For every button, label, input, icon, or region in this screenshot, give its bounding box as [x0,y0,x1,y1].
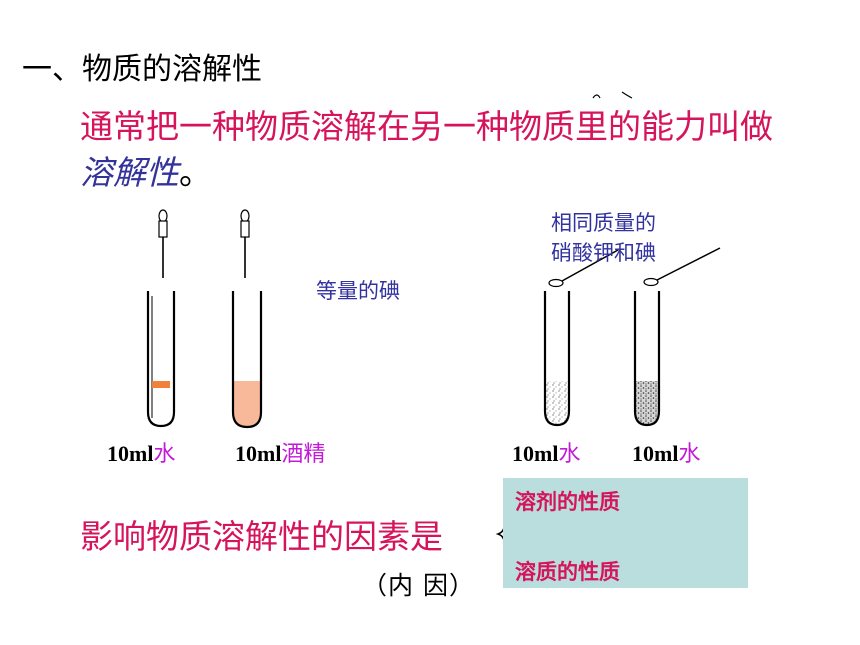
iodine-label: 等量的碘 [316,279,400,303]
slide-heading: 一、物质的溶解性 [22,52,262,87]
tube-amount: 10ml [512,441,559,466]
definition-text: 通常把一种物质溶解在另一种物质里的能力叫做 [80,107,773,146]
factor-question: 影响物质溶解性的因素是 [80,517,443,556]
tube-label-1: 10ml水 [107,436,175,468]
tube-amount: 10ml [107,441,154,466]
solubility-definition: 通常把一种物质溶解在另一种物质里的能力叫做溶解性。 [80,104,800,196]
stirring-rod-2 [643,247,721,287]
test-tube-1 [146,291,176,428]
factor-solute: 溶质的性质 [515,560,620,584]
tube-solvent: 酒精 [281,442,326,467]
test-tube-4 [633,291,661,427]
internal-cause-label: （内 因） [362,571,475,600]
factors-box: 溶剂的性质 溶质的性质 [503,478,748,588]
tube-solvent: 水 [153,442,176,467]
same-mass-label-line2: 硝酸钾和碘 [551,241,656,265]
dropper-1 [158,209,168,278]
tube-solvent: 水 [678,442,701,467]
factor-solvent: 溶剂的性质 [515,490,620,514]
test-tube-3 [543,291,571,427]
same-mass-label-line1: 相同质量的 [551,211,656,235]
definition-punct: 。 [179,153,212,192]
tube-amount: 10ml [632,441,679,466]
tube-label-3: 10ml水 [512,436,580,468]
tube-label-2: 10ml酒精 [235,436,325,468]
test-tube-2 [231,291,263,429]
tube-label-4: 10ml水 [632,436,700,468]
definition-term: 溶解性 [80,153,179,192]
dropper-2 [240,209,250,278]
tube-amount: 10ml [235,441,282,466]
tube-solvent: 水 [558,442,581,467]
stirring-rod-1 [548,249,619,288]
